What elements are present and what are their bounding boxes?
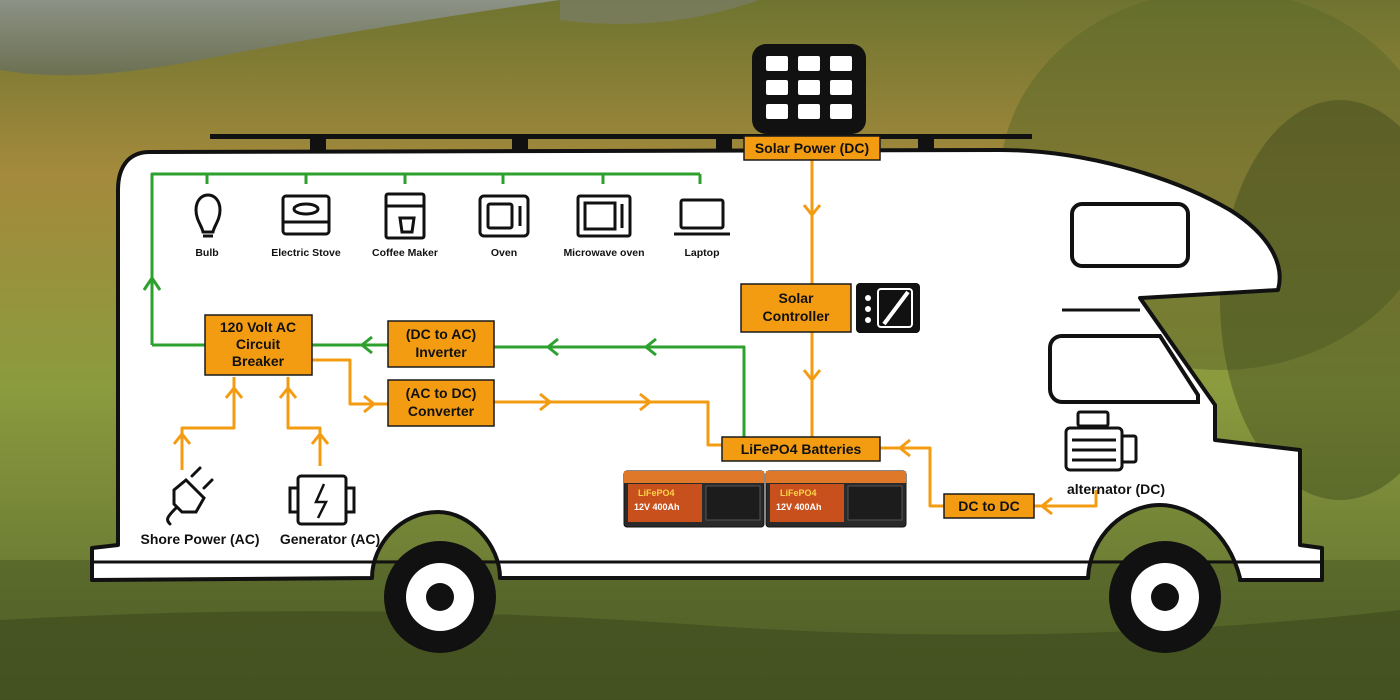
appliance-label-coffee: Coffee Maker [372, 247, 438, 259]
appliance-label-stove: Electric Stove [271, 247, 341, 259]
solar-panel-icon [752, 44, 866, 134]
rv-body [90, 148, 1324, 582]
generator-icon [288, 474, 356, 526]
shore-power-label: Shore Power (AC) [140, 531, 259, 547]
battery-2-spec: 12V 400Ah [776, 502, 822, 512]
bulb-icon [194, 193, 222, 238]
battery-1-brand: LiFePO4 [638, 488, 675, 498]
batteries-label: LiFePO4 Batteries [741, 441, 862, 457]
dc-wiring [172, 158, 1098, 516]
laptop-icon [674, 198, 730, 236]
converter-line-1: (AC to DC) [406, 385, 477, 401]
converter-line-2: Converter [408, 403, 475, 419]
solar-power-box: Solar Power (DC) [743, 135, 881, 161]
dc-to-dc-label: DC to DC [958, 498, 1019, 514]
batteries-box: LiFePO4 Batteries [721, 436, 881, 462]
converter-box: (AC to DC) Converter [387, 379, 495, 427]
microwave-icon [576, 194, 632, 238]
breaker-line-1: 120 Volt AC [220, 319, 296, 335]
breaker-line-2: Circuit [236, 336, 281, 352]
battery-unit-2: LiFePO4 12V 400Ah [765, 470, 907, 528]
inverter-line-1: (DC to AC) [406, 326, 476, 342]
inverter-line-2: Inverter [415, 344, 467, 360]
solar-controller-line-2: Controller [763, 308, 830, 324]
solar-power-label: Solar Power (DC) [755, 140, 869, 156]
circuit-breaker-box: 120 Volt AC Circuit Breaker [204, 314, 313, 376]
alternator-icon [1064, 410, 1138, 472]
appliance-label-bulb: Bulb [195, 247, 218, 259]
dc-to-dc-box: DC to DC [943, 493, 1035, 519]
battery-1-spec: 12V 400Ah [634, 502, 680, 512]
breaker-line-3: Breaker [232, 353, 285, 369]
appliance-label-laptop: Laptop [685, 247, 720, 259]
solar-controller-box: Solar Controller [740, 283, 852, 333]
coffee-maker-icon [384, 192, 426, 240]
battery-unit-1: LiFePO4 12V 400Ah [623, 470, 765, 528]
appliance-label-oven: Oven [491, 247, 517, 259]
solar-controller-line-1: Solar [778, 290, 814, 306]
plug-icon [166, 466, 214, 526]
electric-stove-icon [281, 194, 331, 236]
alternator-label: alternator (DC) [1067, 481, 1165, 497]
oven-icon [478, 194, 530, 238]
generator-label: Generator (AC) [280, 531, 380, 547]
battery-2-brand: LiFePO4 [780, 488, 817, 498]
ac-wiring [142, 172, 746, 438]
charge-controller-icon [856, 283, 920, 333]
wheel-front [1109, 541, 1221, 653]
appliance-label-microwave: Microwave oven [563, 247, 644, 259]
inverter-box: (DC to AC) Inverter [387, 320, 495, 368]
wheel-rear [384, 541, 496, 653]
